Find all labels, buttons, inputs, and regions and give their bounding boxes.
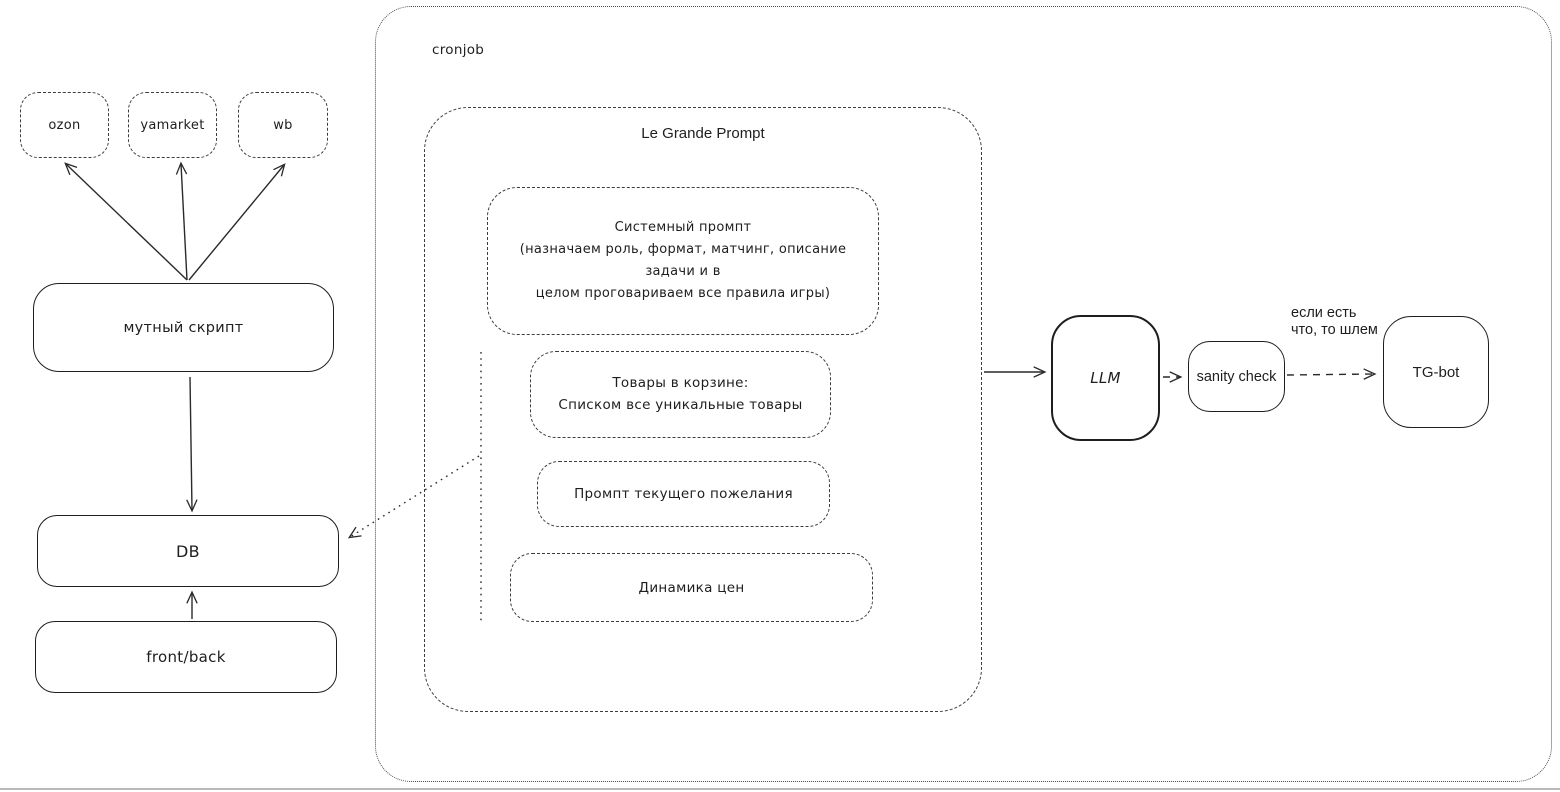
node-front-back-label: front/back (146, 648, 226, 666)
prompt-part-price-dynamics: Динамика цен (510, 553, 873, 622)
label-send-condition: если есть что, то шлем (1291, 305, 1378, 338)
node-ozon: ozon (20, 92, 109, 158)
node-llm-label: LLM (1090, 369, 1121, 387)
node-murky-script: мутный скрипт (33, 283, 334, 372)
node-db: DB (37, 515, 339, 587)
arrow-script-to-wb (188, 163, 286, 281)
node-murky-script-label: мутный скрипт (123, 319, 244, 336)
node-sanity-check: sanity check (1188, 341, 1285, 412)
node-wb: wb (238, 92, 328, 158)
node-front-back: front/back (35, 621, 337, 693)
node-sanity-check-label: sanity check (1196, 368, 1277, 385)
arrow-script-to-yamarket (175, 161, 188, 281)
container-le-grande-prompt (424, 107, 982, 712)
prompt-part-system: Системный промпт (назначаем роль, формат… (487, 187, 879, 335)
node-wb-label: wb (273, 117, 293, 133)
node-tg-bot-label: TG-bot (1412, 363, 1460, 381)
prompt-part-current-wish-label: Промпт текущего пожелания (574, 486, 793, 502)
node-yamarket-label: yamarket (140, 117, 205, 133)
node-tg-bot: TG-bot (1383, 316, 1489, 428)
arrow-script-to-ozon (64, 162, 188, 281)
page-bottom-divider (0, 788, 1560, 790)
prompt-part-price-dynamics-label: Динамика цен (638, 579, 745, 596)
prompt-part-cart-goods: Товары в корзине: Списком все уникальные… (530, 351, 831, 438)
cronjob-label: cronjob (432, 42, 485, 58)
prompt-part-current-wish: Промпт текущего пожелания (537, 461, 830, 527)
container-cronjob (375, 6, 1552, 782)
node-llm: LLM (1051, 315, 1160, 441)
arrow-script-to-db (186, 376, 198, 513)
node-ozon-label: ozon (48, 117, 81, 133)
prompt-part-cart-goods-label: Товары в корзине: Списком все уникальные… (558, 374, 803, 413)
node-yamarket: yamarket (128, 92, 217, 158)
node-db-label: DB (176, 541, 200, 561)
prompt-part-system-label: Системный промпт (назначаем роль, формат… (519, 219, 847, 302)
prompt-container-title: Le Grande Prompt (641, 125, 765, 142)
